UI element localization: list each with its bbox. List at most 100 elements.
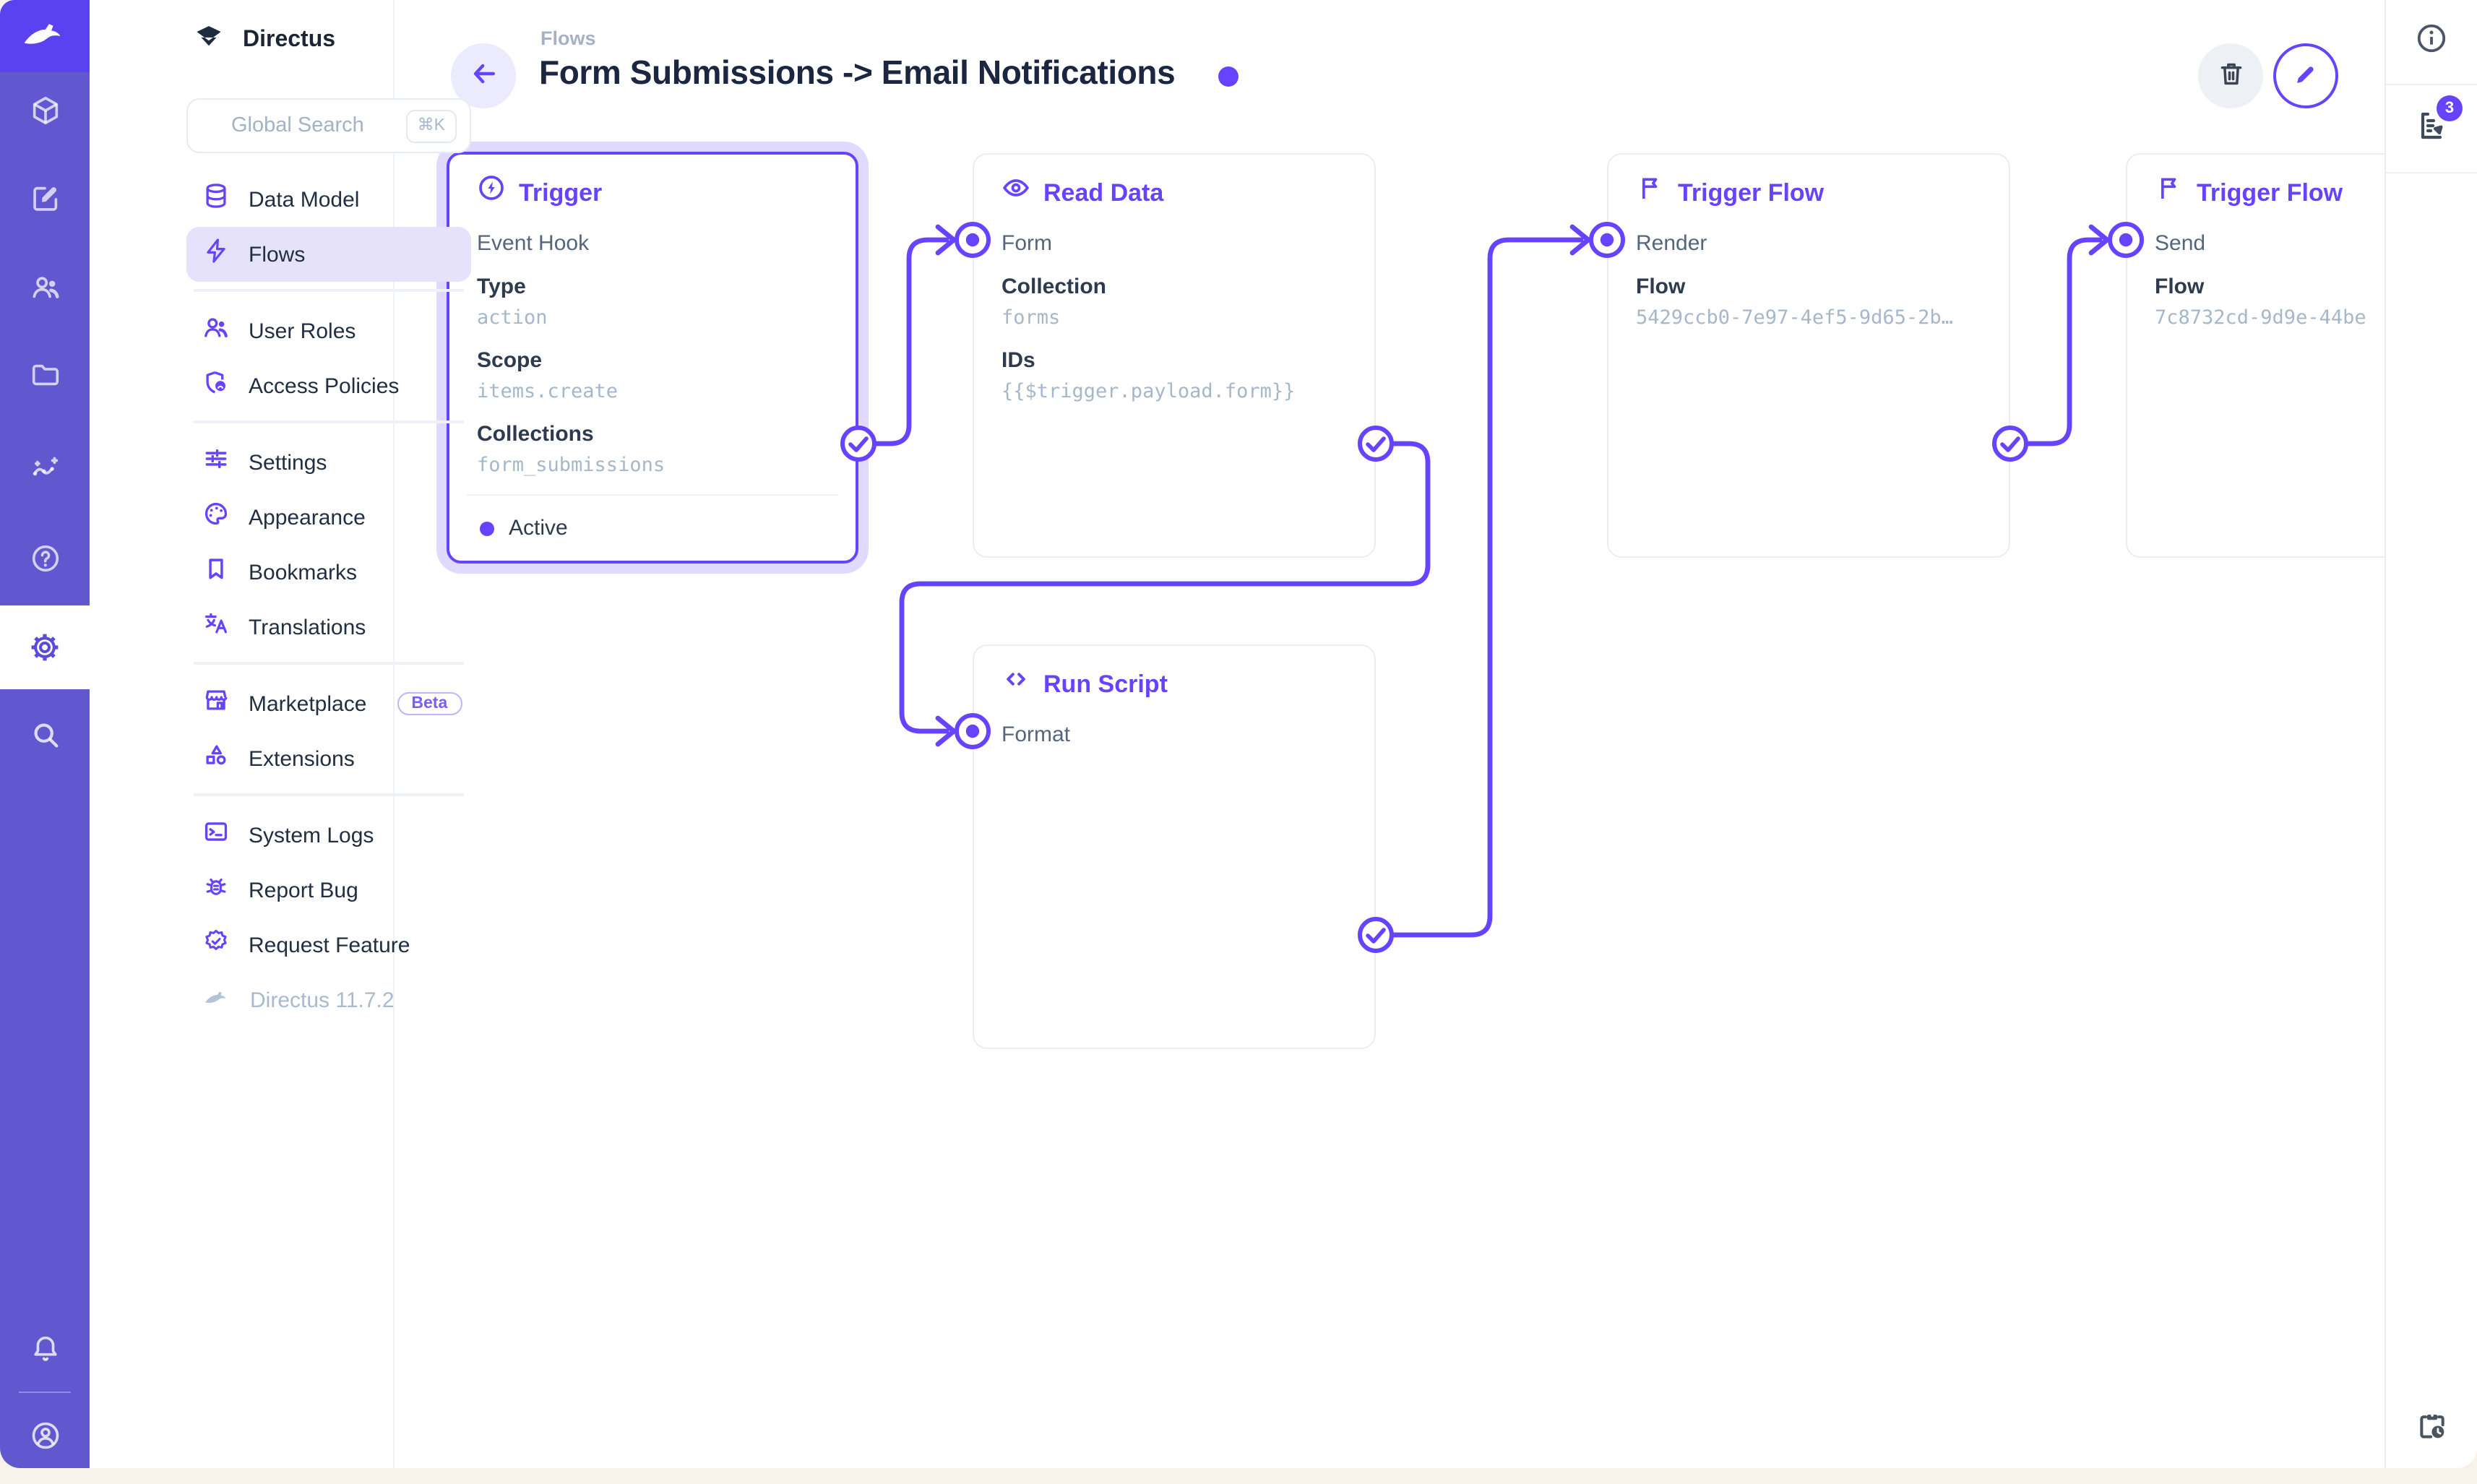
arrow-left-icon [468,58,499,94]
flow-node-trigger-flow-render[interactable]: Trigger Flow Render Flow 5429ccb0-7e97-4… [1607,153,2010,558]
edit-square-icon [28,181,61,215]
trigger-status: Active [467,494,838,561]
sidebar-item-bookmarks[interactable]: Bookmarks [186,545,471,600]
module-bar-divider [19,1392,71,1393]
search-input[interactable] [188,100,470,152]
sidebar-item-data-model[interactable]: Data Model [186,172,471,227]
module-editor[interactable] [0,160,90,236]
node-type-label: Trigger Flow [2197,179,2343,207]
field-value: form_submissions [477,454,665,477]
module-settings[interactable] [0,605,90,689]
flag-icon [2155,173,2184,214]
flow-node-run-script[interactable]: Run Script Format [973,644,1376,1049]
nav-sidebar: Directus ⌘K Data Model Flows User Roles [90,0,471,1468]
field-value: action [477,306,548,329]
wire-trigger-to-read-data [856,237,949,447]
info-sidebar-button[interactable] [2386,0,2477,81]
beta-badge: Beta [397,692,462,715]
wire-run-script-to-trigger-flow-render [1373,237,1584,938]
module-account[interactable] [0,1397,90,1468]
module-search[interactable] [0,696,90,772]
sidebar-item-system-logs[interactable]: System Logs [186,808,471,863]
wire-render-to-send [2007,237,2103,447]
translations-icon [202,610,230,644]
field-label: Flow [2155,275,2205,299]
sidebar-item-user-roles[interactable]: User Roles [186,303,471,358]
trigger-bolt-icon [477,173,506,214]
request-feature-icon [202,928,230,962]
field-label: Collections [477,422,594,447]
pending-revisions-button[interactable] [2386,1387,2477,1468]
account-circle-icon [28,1418,61,1451]
right-sidebar: 3 [2385,0,2477,1468]
project-name: Directus [243,27,336,52]
global-search[interactable]: ⌘K [186,98,471,153]
field-label: Flow [1636,275,1686,299]
module-files[interactable] [0,337,90,412]
node-name: Format [1001,722,1071,747]
flow-color-dot [1218,66,1238,87]
module-content[interactable] [0,72,90,147]
module-notifications[interactable] [0,1311,90,1386]
sidebar-item-request-feature[interactable]: Request Feature [186,918,471,972]
sidebar-item-report-bug[interactable]: Report Bug [186,863,471,918]
info-icon [2415,22,2448,59]
sidebar-item-settings[interactable]: Settings [186,435,471,490]
insights-icon [28,450,61,483]
breadcrumb[interactable]: Flows [540,27,596,49]
field-value: {{$trigger.payload.form}} [1001,380,1296,403]
delete-flow-button[interactable] [2198,43,2263,108]
sidebar-item-translations[interactable]: Translations [186,600,471,655]
node-type-label: Read Data [1043,179,1164,207]
logs-count-badge: 3 [2437,95,2463,121]
field-label: Collection [1001,275,1107,299]
field-value: 7c8732cd-9d9e-44be [2155,306,2366,329]
field-value: items.create [477,380,619,403]
logs-icon [2414,108,2449,147]
module-users[interactable] [0,249,90,324]
version-row: Directus 11.7.2 [186,972,471,1027]
field-label: Type [477,275,526,299]
status-label: Active [509,516,568,540]
edit-flow-button[interactable] [2273,43,2338,108]
sidebar-item-marketplace[interactable]: Marketplace Beta [186,676,471,731]
database-icon [202,182,230,217]
palette-icon [202,500,230,535]
page-title: Form Submissions -> Email Notifications [539,53,1176,91]
bell-icon [28,1332,61,1365]
sidebar-item-access-policies[interactable]: Access Policies [186,358,471,413]
node-type-label: Trigger Flow [1678,179,1825,207]
sidebar-item-flows[interactable]: Flows [186,227,471,282]
search-icon [28,717,61,751]
extensions-icon [202,741,230,776]
help-icon [28,541,61,574]
eye-icon [1001,173,1030,214]
sidebar-item-appearance[interactable]: Appearance [186,490,471,545]
module-insights[interactable] [0,429,90,504]
module-help[interactable] [0,520,90,595]
cube-icon [28,93,61,126]
back-button[interactable] [451,43,516,108]
flow-node-trigger[interactable]: Trigger Event Hook Type action Scope ite… [447,152,858,564]
module-bar [0,0,90,1468]
bug-icon [202,873,230,907]
directus-rabbit-icon [202,982,231,1018]
node-name: Render [1636,231,1707,256]
node-name: Send [2155,231,2206,256]
field-value: 5429ccb0-7e97-4ef5-9d65-2b… [1636,306,1953,329]
user-roles-icon [202,314,230,348]
logs-sidebar-button[interactable] [2386,87,2477,168]
storefront-icon [202,686,230,721]
project-header[interactable]: Directus [194,20,335,61]
users-icon [28,269,61,303]
code-icon [1001,665,1030,705]
directus-logo-button[interactable] [0,0,90,72]
node-name: Event Hook [477,231,590,256]
flow-node-read-data[interactable]: Read Data Form Collection forms IDs {{$t… [973,153,1376,558]
field-label: IDs [1001,348,1035,373]
version-label: Directus 11.7.2 [250,988,395,1012]
flag-icon [1636,173,1665,214]
sidebar-item-extensions[interactable]: Extensions [186,731,471,786]
